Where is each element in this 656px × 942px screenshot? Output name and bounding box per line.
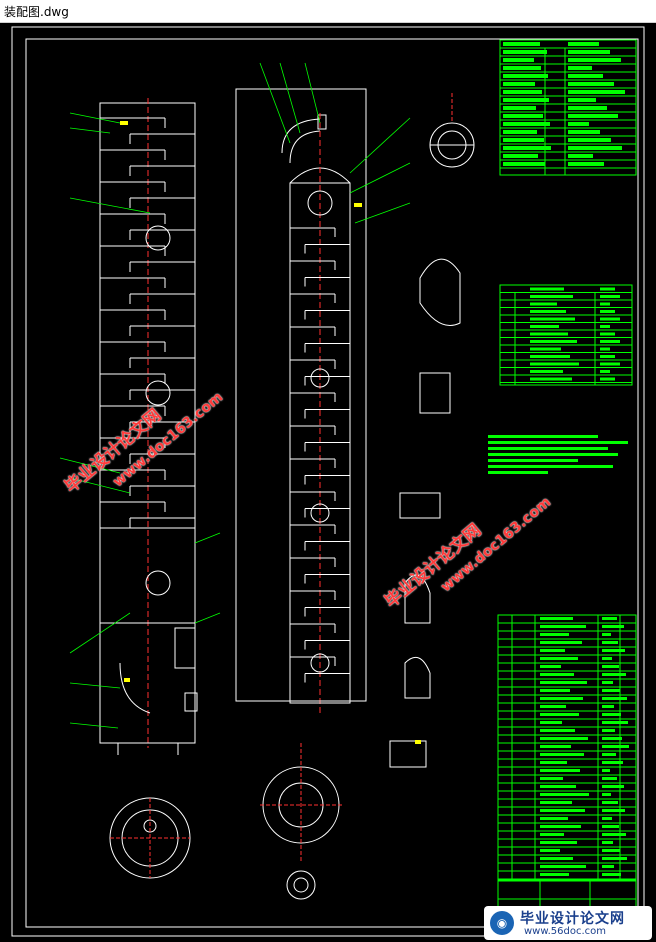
spec-table-middle: [499, 284, 633, 386]
yellow-marks: [120, 121, 421, 744]
drawing-canvas[interactable]: 毕业设计论文网 www.doc163.com 毕业设计论文网 www.doc16…: [0, 23, 656, 942]
watermark-logo-box: ◉ 毕业设计论文网 www.56doc.com: [484, 906, 652, 940]
watermark-logo-cn: 毕业设计论文网: [520, 911, 625, 927]
logo-icon: ◉: [490, 911, 514, 935]
window-titlebar: 装配图.dwg: [0, 0, 656, 23]
parts-list-table: [497, 614, 637, 881]
left-tower: [99, 98, 198, 755]
outer-frame: [11, 26, 645, 937]
detail-views-right: [389, 258, 461, 768]
requirements-block: [488, 435, 628, 474]
middle-tower: [235, 88, 367, 713]
leader-lines: [59, 62, 411, 729]
window-title: 装配图.dwg: [4, 5, 69, 19]
watermark-logo-url: www.56doc.com: [524, 926, 607, 937]
detail-circle-top: [429, 93, 475, 168]
cad-drawing: [11, 26, 645, 937]
bottom-section-views: [109, 743, 342, 900]
spec-table-top: [499, 39, 637, 176]
inner-frame: [25, 38, 639, 928]
